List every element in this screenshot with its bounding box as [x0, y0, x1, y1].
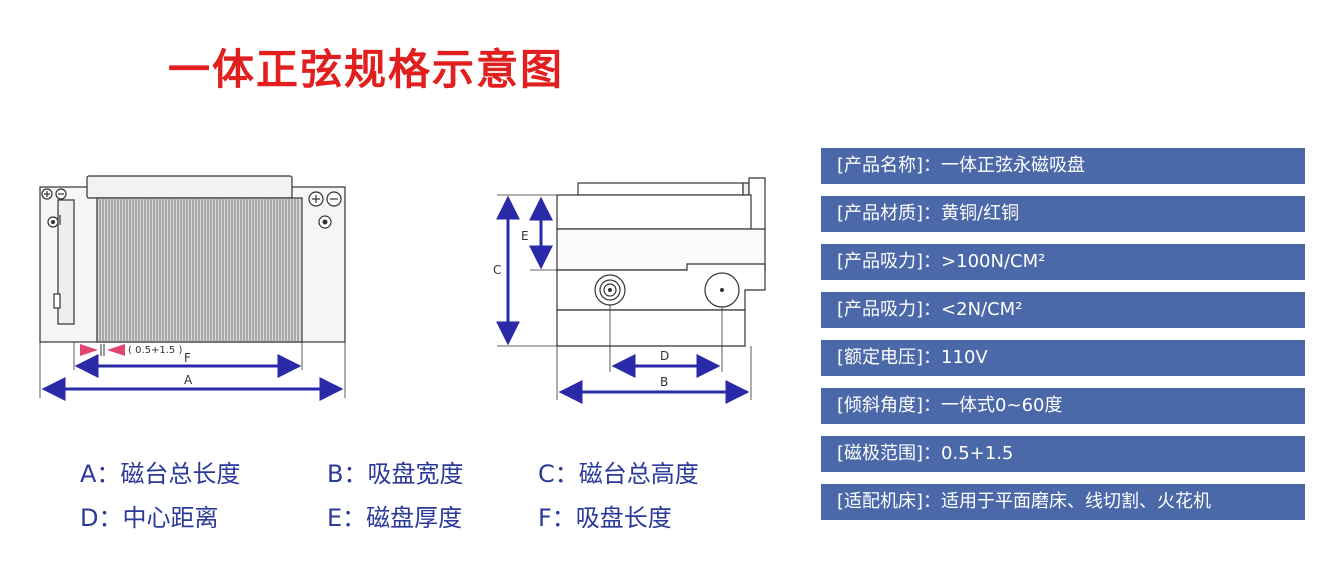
spec-suction-max: [产品吸力]：>100N/CM² [821, 244, 1305, 280]
side-top-strip [577, 182, 744, 196]
side-base [556, 309, 746, 347]
dimension-e-label: E [521, 229, 529, 243]
legend-a: A：磁台总长度 [80, 460, 241, 488]
gap-label: ( 0.5+1.5 ) [128, 345, 182, 356]
page-title: 一体正弦规格示意图 [168, 45, 565, 94]
dimension-d-label: D [660, 349, 669, 363]
front-top-cylinder [86, 175, 293, 199]
side-view [497, 177, 766, 400]
spec-material: [产品材质]：黄铜/红铜 [821, 196, 1305, 232]
legend-e: E：磁盘厚度 [327, 504, 463, 532]
spec-product-name: [产品名称]：一体正弦永磁吸盘 [821, 148, 1305, 184]
left-latch [53, 293, 61, 309]
legend-d: D：中心距离 [80, 504, 219, 532]
spec-pole-range: [磁极范围]：0.5+1.5 [821, 436, 1305, 472]
dimension-c-label: C [493, 263, 501, 277]
side-upper-plate [556, 194, 752, 230]
gap-marker-right [107, 344, 125, 356]
legend-c: C：磁台总高度 [538, 460, 699, 488]
spec-suction-min: [产品吸力]：<2N/CM² [821, 292, 1305, 328]
left-side-plate [57, 199, 75, 325]
spec-compatible-machines: [适配机床]：适用于平面磨床、线切割、火花机 [821, 484, 1305, 520]
dimension-f-label: F [184, 351, 191, 365]
front-view [39, 175, 346, 398]
legend-f: F：吸盘长度 [538, 504, 672, 532]
spec-voltage: [额定电压]：110V [821, 340, 1305, 376]
legend-b: B：吸盘宽度 [327, 460, 464, 488]
gap-marker-left [80, 344, 98, 356]
dimension-b-label: B [660, 375, 668, 389]
spec-tilt-angle: [倾斜角度]：一体式0~60度 [821, 388, 1305, 424]
dimension-a-label: A [184, 373, 193, 387]
